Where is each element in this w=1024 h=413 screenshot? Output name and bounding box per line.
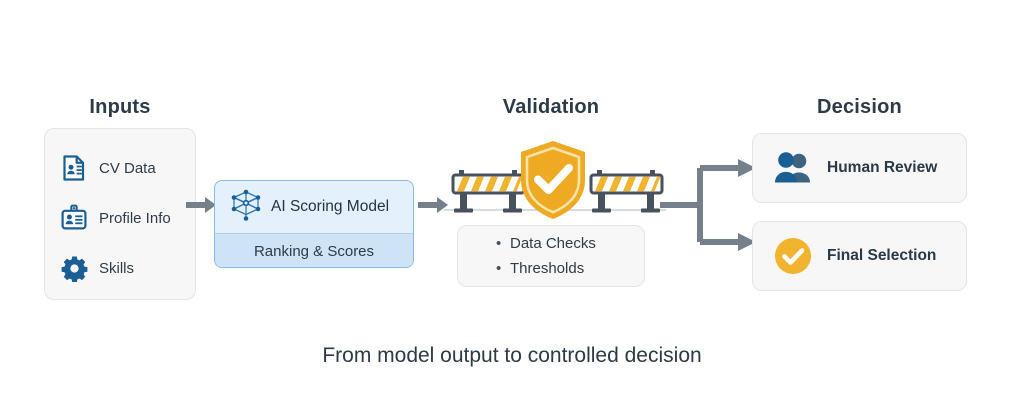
model-title: AI Scoring Model	[271, 198, 390, 215]
shield-check-icon	[517, 139, 589, 221]
input-item-label: Profile Info	[99, 209, 171, 227]
input-item-label: Skills	[99, 259, 135, 277]
diagram-caption: From model output to controlled decision	[322, 344, 702, 367]
inputs-panel: CV Data Profile Info	[44, 128, 196, 300]
decision-card-label: Final Selection	[827, 247, 937, 264]
check-circle-icon	[773, 236, 813, 276]
section-title-decision: Decision	[817, 96, 902, 118]
check-item: Data Checks	[496, 231, 644, 256]
decision-card-final-selection[interactable]: Final Selection	[752, 221, 967, 291]
model-subtitle: Ranking & Scores	[215, 233, 413, 267]
input-item-profile-info[interactable]: Profile Info	[45, 193, 195, 243]
input-item-label: CV Data	[99, 159, 156, 177]
neural-network-icon	[229, 188, 263, 227]
input-item-cv-data[interactable]: CV Data	[45, 143, 195, 193]
model-header: AI Scoring Model	[215, 181, 413, 233]
decision-card-label: Human Review	[827, 159, 938, 176]
input-item-skills[interactable]: Skills	[45, 243, 195, 293]
people-icon	[773, 148, 813, 188]
ai-scoring-model-box[interactable]: AI Scoring Model Ranking & Scores	[214, 180, 414, 268]
section-title-validation: Validation	[502, 96, 600, 118]
branch-connector-to-decision	[660, 155, 760, 267]
decision-card-human-review[interactable]: Human Review	[752, 133, 967, 203]
check-item: Thresholds	[496, 256, 644, 281]
section-title-inputs: Inputs	[89, 96, 151, 118]
barrier-icon	[588, 168, 666, 214]
document-person-icon	[59, 153, 89, 183]
id-badge-icon	[59, 203, 89, 233]
arrow-inputs-to-model	[186, 192, 218, 218]
gear-icon	[59, 253, 89, 283]
validation-checks-box: Data Checks Thresholds	[457, 225, 645, 287]
arrow-model-to-validation	[418, 192, 450, 218]
